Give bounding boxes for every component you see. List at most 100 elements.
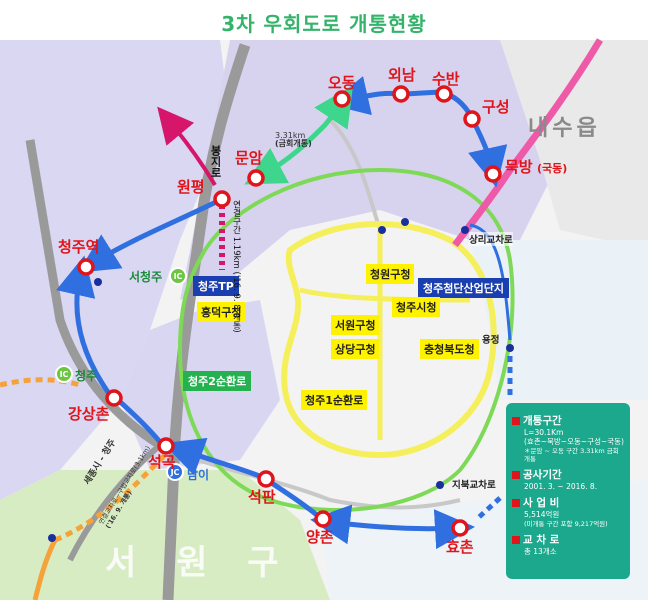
station-label-odong: 오동 bbox=[328, 74, 356, 92]
station-marker-guseong[interactable] bbox=[463, 110, 481, 128]
node-dot bbox=[506, 344, 514, 352]
station-marker-yangchon[interactable] bbox=[314, 510, 332, 528]
label-connect-date: ('16. 9. 8.개통) bbox=[231, 271, 241, 333]
node-dot bbox=[378, 226, 386, 234]
label-connect-segment: 연결구간 1.19km ('16. 9. 8.개통) bbox=[230, 200, 242, 333]
station-marker-hyochon[interactable] bbox=[451, 519, 469, 537]
panel-heading-intersections: 교 차 로 bbox=[512, 532, 624, 547]
hyochon-planned bbox=[476, 496, 502, 520]
node-dot bbox=[461, 226, 469, 234]
route-yangchon-hyochon bbox=[310, 504, 475, 550]
district-seowon: 서 원 구 bbox=[105, 543, 293, 583]
station-marker-cheongjuyeok[interactable] bbox=[77, 258, 95, 276]
panel-section-length: L=30.1Km bbox=[524, 428, 564, 437]
label-seowon-office: 서원구청 bbox=[331, 315, 380, 335]
panel-heading-intersections-text: 교 차 로 bbox=[523, 533, 560, 546]
orange-road-west bbox=[0, 377, 81, 388]
ic-badge-seocheongju bbox=[169, 267, 187, 285]
jc-badge-nami bbox=[166, 463, 184, 481]
label-ring1: 청주1순환로 bbox=[301, 390, 368, 410]
label-yongjeong: 용정 bbox=[482, 335, 500, 346]
panel-heading-section: 개통구간 bbox=[512, 413, 624, 428]
ring-road-1 bbox=[281, 220, 497, 459]
station-markers bbox=[77, 85, 502, 537]
station-marker-seokpan[interactable] bbox=[257, 470, 275, 488]
grey-highway-west bbox=[25, 139, 163, 449]
grey-road-sw bbox=[67, 442, 162, 562]
station-label-gangsangchon: 강상촌 bbox=[68, 405, 110, 423]
route-cheongjuyeok-gangsangchon bbox=[56, 255, 113, 397]
ic-badge-seocheongju-text: IC bbox=[174, 272, 183, 281]
region-southwest bbox=[0, 470, 330, 600]
ic-badge-cheongju-text: IC bbox=[60, 370, 69, 379]
district-naesu: 내수읍 bbox=[528, 116, 601, 141]
panel-heading-section-text: 개통구간 bbox=[523, 415, 562, 427]
station-label-seokpan: 석판 bbox=[248, 488, 276, 506]
label-distance-new: 3.31km (금회개통) bbox=[275, 131, 312, 149]
label-cheongju-tp: 청주TP bbox=[193, 276, 239, 296]
label-chungbuk: 충청북도청 bbox=[420, 339, 479, 359]
label-cheongwon: 청원구청 bbox=[366, 264, 415, 284]
station-label-cheongjuyeok: 청주역 bbox=[58, 238, 99, 256]
label-industrial: 청주첨단산업단지 bbox=[418, 278, 509, 298]
yongjeong-road bbox=[469, 223, 512, 341]
label-heungdeok: 흥덕구청 bbox=[197, 302, 246, 322]
label-cheongju-ic: 청주 bbox=[75, 369, 98, 383]
panel-intersections-value: 총 13개소 bbox=[524, 546, 557, 556]
station-marker-seokgok[interactable] bbox=[157, 437, 175, 455]
station-label-mukbang: 묵방 bbox=[505, 158, 533, 176]
label-distance-km: 3.31km bbox=[275, 131, 306, 140]
panel-heading-period: 공사기간 bbox=[512, 467, 624, 482]
station-label-guseong: 구성 bbox=[482, 98, 510, 116]
route-seokgok-seokpan bbox=[163, 437, 263, 480]
station-label-seokgok: 석곡 bbox=[148, 453, 176, 471]
label-bongji: 봉지로 bbox=[209, 145, 222, 178]
pink-road bbox=[452, 38, 604, 248]
node-dot bbox=[48, 534, 56, 542]
region-northeast bbox=[500, 40, 648, 250]
station-marker-suban[interactable] bbox=[435, 85, 453, 103]
ring-road-2 bbox=[177, 167, 515, 512]
region-east bbox=[470, 240, 648, 400]
wonpyeong-north-arrow bbox=[157, 106, 217, 187]
panel-cost-value: 5,514억원 bbox=[524, 510, 560, 520]
station-marker-mukbang[interactable] bbox=[484, 165, 502, 183]
station-label-wonpyeong: 원평 bbox=[177, 178, 205, 196]
label-seocheongju: 서청주 bbox=[129, 270, 163, 284]
route-munam-odong-new bbox=[244, 85, 354, 185]
panel-section-note: ＊문암 ~ 오동 구간 3.31km 금회 개통 bbox=[524, 446, 619, 463]
station-label-hyochon: 효촌 bbox=[446, 538, 474, 556]
panel-heading-cost: 사 업 비 bbox=[512, 495, 624, 510]
panel-cost-note: (미개통 구간 포함 9,217억원) bbox=[524, 519, 608, 528]
node-dot bbox=[94, 278, 102, 286]
label-cityhall: 청주시청 bbox=[392, 297, 441, 317]
ic-badge-cheongju bbox=[55, 365, 73, 383]
node-dot bbox=[401, 218, 409, 226]
page-title: 3차 우회도로 개통현황 bbox=[221, 12, 427, 36]
station-marker-oenam[interactable] bbox=[392, 85, 410, 103]
label-sangdang: 상당구청 bbox=[331, 339, 380, 359]
station-label-suban: 수반 bbox=[432, 70, 460, 88]
station-marker-wonpyeong[interactable] bbox=[213, 190, 231, 208]
jc-badge-nami-text: JC bbox=[170, 468, 180, 477]
node-dot bbox=[436, 481, 444, 489]
label-ring2: 청주2순환로 bbox=[183, 371, 252, 391]
route-wonpyeong-cheongjuyeok bbox=[78, 197, 222, 273]
station-label-yangchon: 양촌 bbox=[306, 528, 334, 546]
panel-heading-cost-text: 사 업 비 bbox=[523, 497, 560, 510]
label-nami: 남이 bbox=[187, 468, 210, 482]
route-gangsangchon-seokgok bbox=[116, 398, 162, 444]
panel-section-route: (효촌~묵방~오동~구성~국동) bbox=[524, 437, 624, 447]
station-label-mukbang-suffix: (국동) bbox=[537, 162, 567, 175]
orange-road-sejong bbox=[54, 448, 172, 543]
station-marker-gangsangchon[interactable] bbox=[105, 389, 123, 407]
info-panel: 개통구간 L=30.1Km (효촌~묵방~오동~구성~국동) ＊문암 ~ 오동 … bbox=[506, 403, 630, 579]
station-label-oenam: 외남 bbox=[388, 66, 416, 84]
panel-period-value: 2001. 3. ~ 2016. 8. bbox=[524, 482, 598, 491]
orange-road-south bbox=[32, 538, 58, 600]
label-distance-status: (금회개통) bbox=[275, 139, 312, 149]
station-marker-munam[interactable] bbox=[247, 169, 265, 187]
label-sangri: 상리교차로 bbox=[469, 232, 513, 246]
station-marker-odong[interactable] bbox=[333, 90, 351, 108]
